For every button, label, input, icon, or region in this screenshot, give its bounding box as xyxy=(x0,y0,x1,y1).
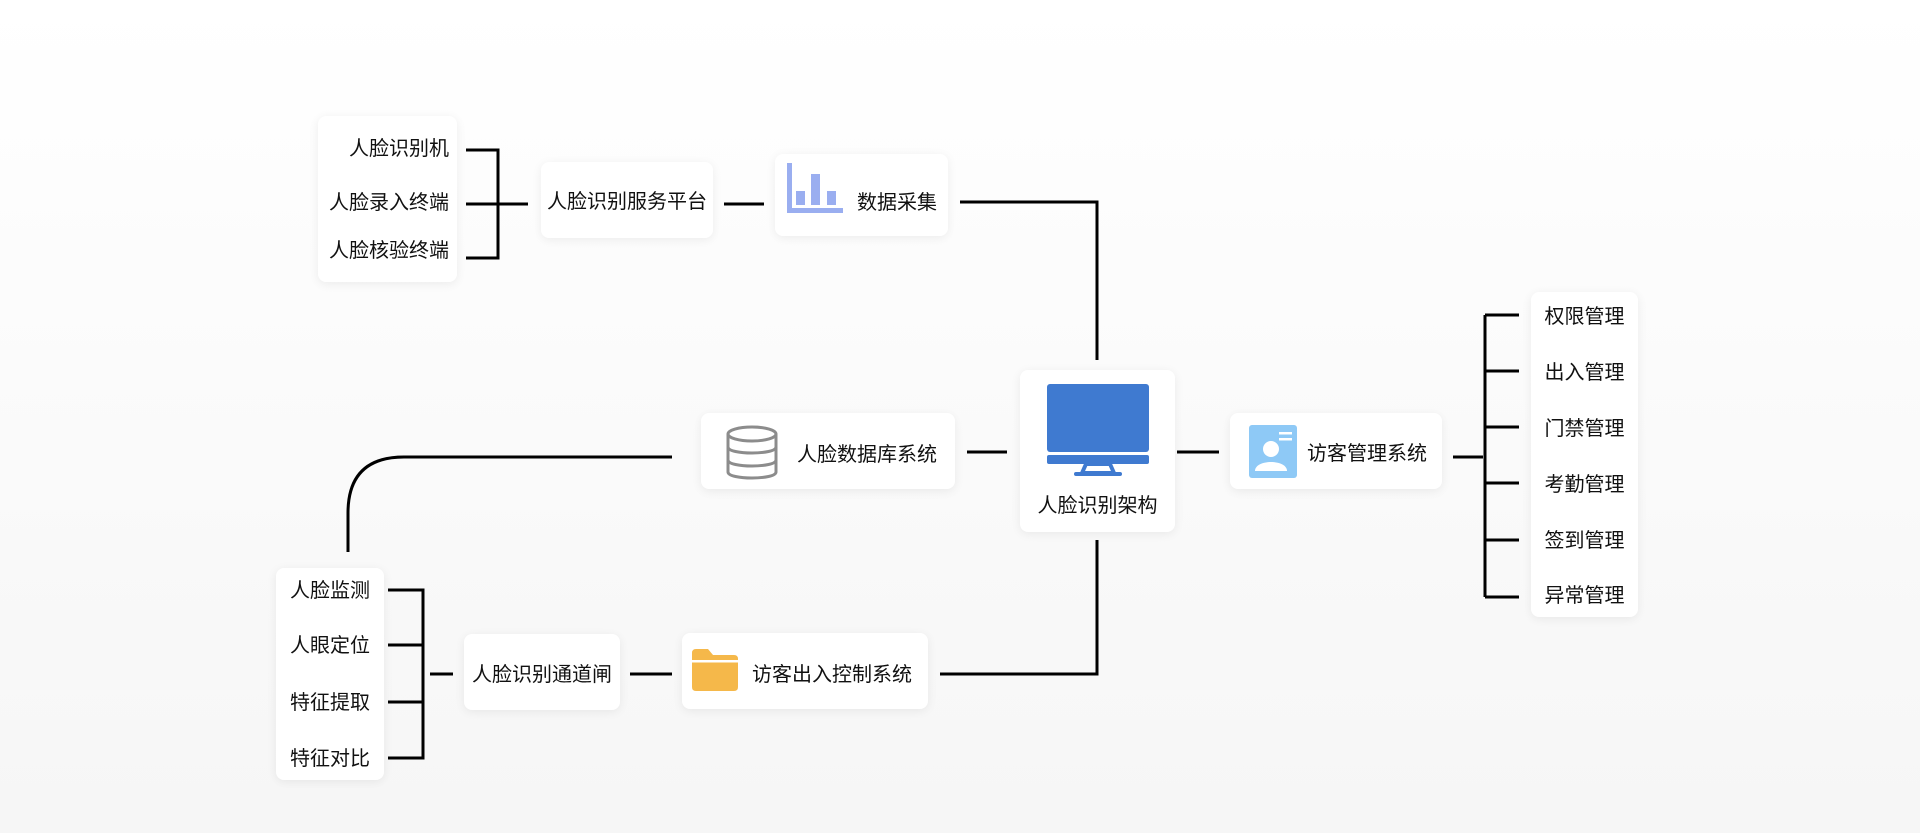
devices-card xyxy=(318,116,457,282)
visitor-mgmt-label: 访客管理系统 xyxy=(1307,441,1427,465)
bar-chart-icon xyxy=(787,163,843,213)
device-item: 人脸录入终端 xyxy=(329,190,449,214)
mgmt-item: 权限管理 xyxy=(1544,304,1625,328)
steps-card xyxy=(276,568,384,780)
step-item: 特征提取 xyxy=(290,690,370,714)
platform-label: 人脸识别服务平台 xyxy=(547,189,707,213)
mgmt-item: 异常管理 xyxy=(1544,583,1625,607)
steps-bracket xyxy=(388,588,453,760)
mgmt-item: 出入管理 xyxy=(1544,360,1625,384)
mgmt-item: 签到管理 xyxy=(1544,528,1625,552)
database-label: 人脸数据库系统 xyxy=(797,442,937,466)
access-center-line xyxy=(940,540,1099,676)
device-item: 人脸核验终端 xyxy=(329,238,449,262)
mgmt-items-card xyxy=(1531,292,1638,617)
monitor-icon xyxy=(1047,384,1149,476)
mgmt-item: 门禁管理 xyxy=(1544,416,1625,440)
platform-card xyxy=(541,162,713,238)
gate-label: 人脸识别通道闸 xyxy=(472,662,612,686)
device-item: 人脸识别机 xyxy=(349,136,449,160)
step-item: 人眼定位 xyxy=(290,633,370,657)
gate-card xyxy=(464,634,620,710)
mgmt-item: 考勤管理 xyxy=(1544,472,1625,496)
contact-card-icon xyxy=(1249,425,1297,478)
database-icon xyxy=(726,425,778,480)
collect-label: 数据采集 xyxy=(857,190,937,214)
devices-bracket xyxy=(466,148,528,260)
collect-center-line xyxy=(960,200,1099,360)
center-label: 人脸识别架构 xyxy=(1037,493,1158,517)
step-item: 人脸监测 xyxy=(290,578,370,602)
access-label: 访客出入控制系统 xyxy=(752,662,912,686)
visitor-bracket xyxy=(1453,313,1519,599)
step-item: 特征对比 xyxy=(290,746,370,770)
folder-icon xyxy=(692,649,738,691)
database-steps-line xyxy=(346,455,672,552)
